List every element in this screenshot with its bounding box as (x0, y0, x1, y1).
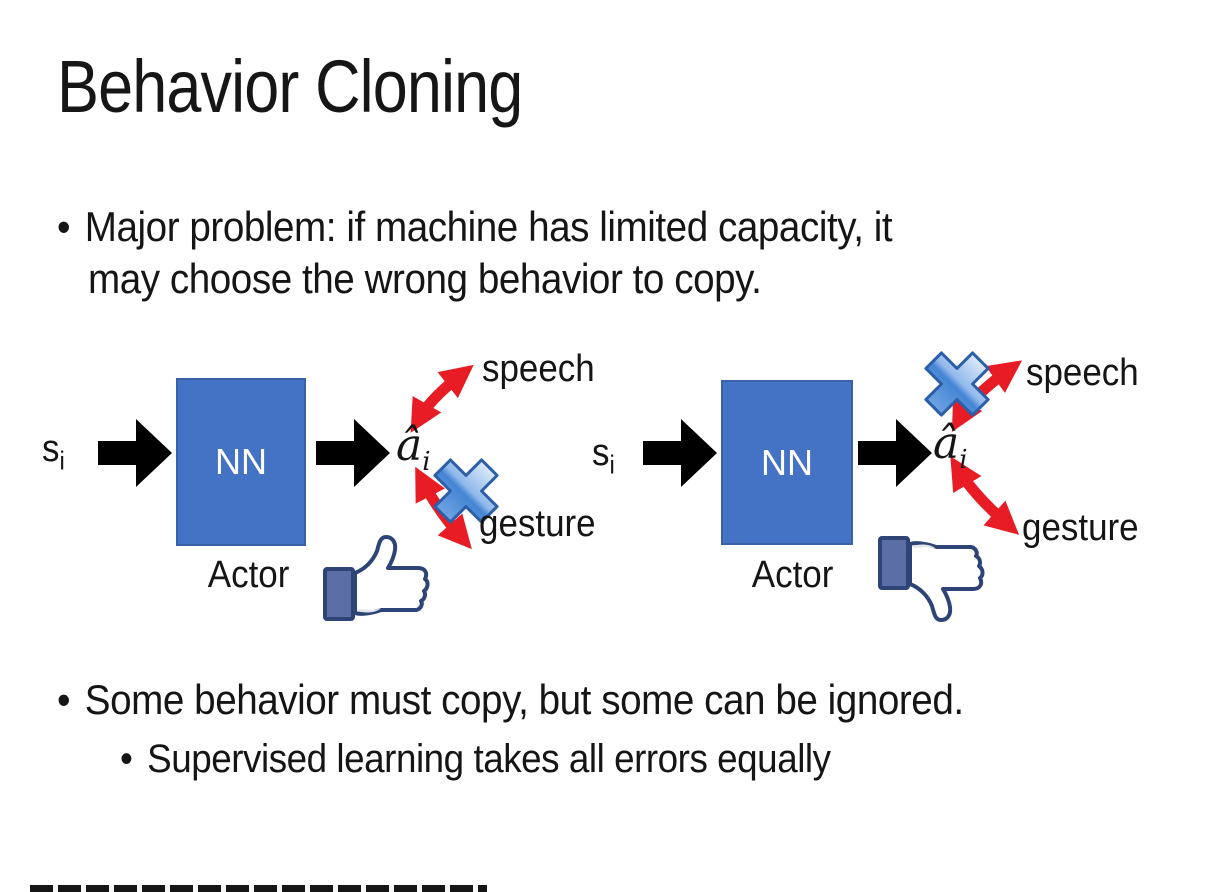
bullet-text: Some behavior must copy, but some can be… (84, 676, 964, 723)
gesture-label: gesture (1022, 507, 1139, 549)
state-subscript: i (609, 449, 615, 480)
sub-bullet-supervised-learning: • Supervised learning takes all errors eq… (120, 737, 831, 782)
input-state-label: si (42, 428, 65, 477)
bullet-text: Supervised learning takes all errors equ… (147, 737, 831, 781)
thumbs-up-icon (323, 535, 430, 621)
bullet-major-problem-line1: • Major problem: if machine has limited c… (57, 203, 893, 251)
action-symbol: â (396, 420, 423, 471)
nn-label: NN (215, 441, 267, 482)
bullet-marker: • (57, 203, 71, 250)
bullet-text: Major problem: if machine has limited ca… (84, 203, 893, 250)
actor-label: Actor (751, 554, 834, 596)
bullet-marker: • (120, 737, 133, 781)
action-subscript: i (959, 444, 968, 475)
gesture-label: gesture (479, 503, 596, 545)
blue-cross-icon (924, 351, 990, 417)
thumbs-down-icon (878, 536, 985, 622)
speech-label: speech (482, 348, 595, 390)
state-symbol: s (592, 432, 610, 474)
speech-label: speech (1026, 352, 1139, 394)
action-symbol: â (933, 418, 960, 469)
bullet-major-problem-line2: may choose the wrong behavior to copy. (88, 255, 762, 303)
output-action-label: âi (396, 420, 431, 477)
actor-label: Actor (207, 554, 290, 596)
bullet-marker: • (57, 676, 71, 723)
nn-box: NN (721, 380, 853, 545)
cropped-content-bar (30, 885, 487, 892)
slide-title: Behavior Cloning (57, 45, 523, 128)
nn-box: NN (176, 378, 306, 546)
bullet-some-behavior: • Some behavior must copy, but some can b… (57, 676, 964, 724)
state-symbol: s (42, 428, 60, 470)
input-state-label: si (592, 432, 615, 481)
state-subscript: i (59, 445, 65, 476)
output-action-label: âi (933, 418, 968, 475)
action-subscript: i (422, 446, 431, 477)
bullet-text: may choose the wrong behavior to copy. (88, 255, 762, 302)
nn-label: NN (761, 441, 813, 483)
